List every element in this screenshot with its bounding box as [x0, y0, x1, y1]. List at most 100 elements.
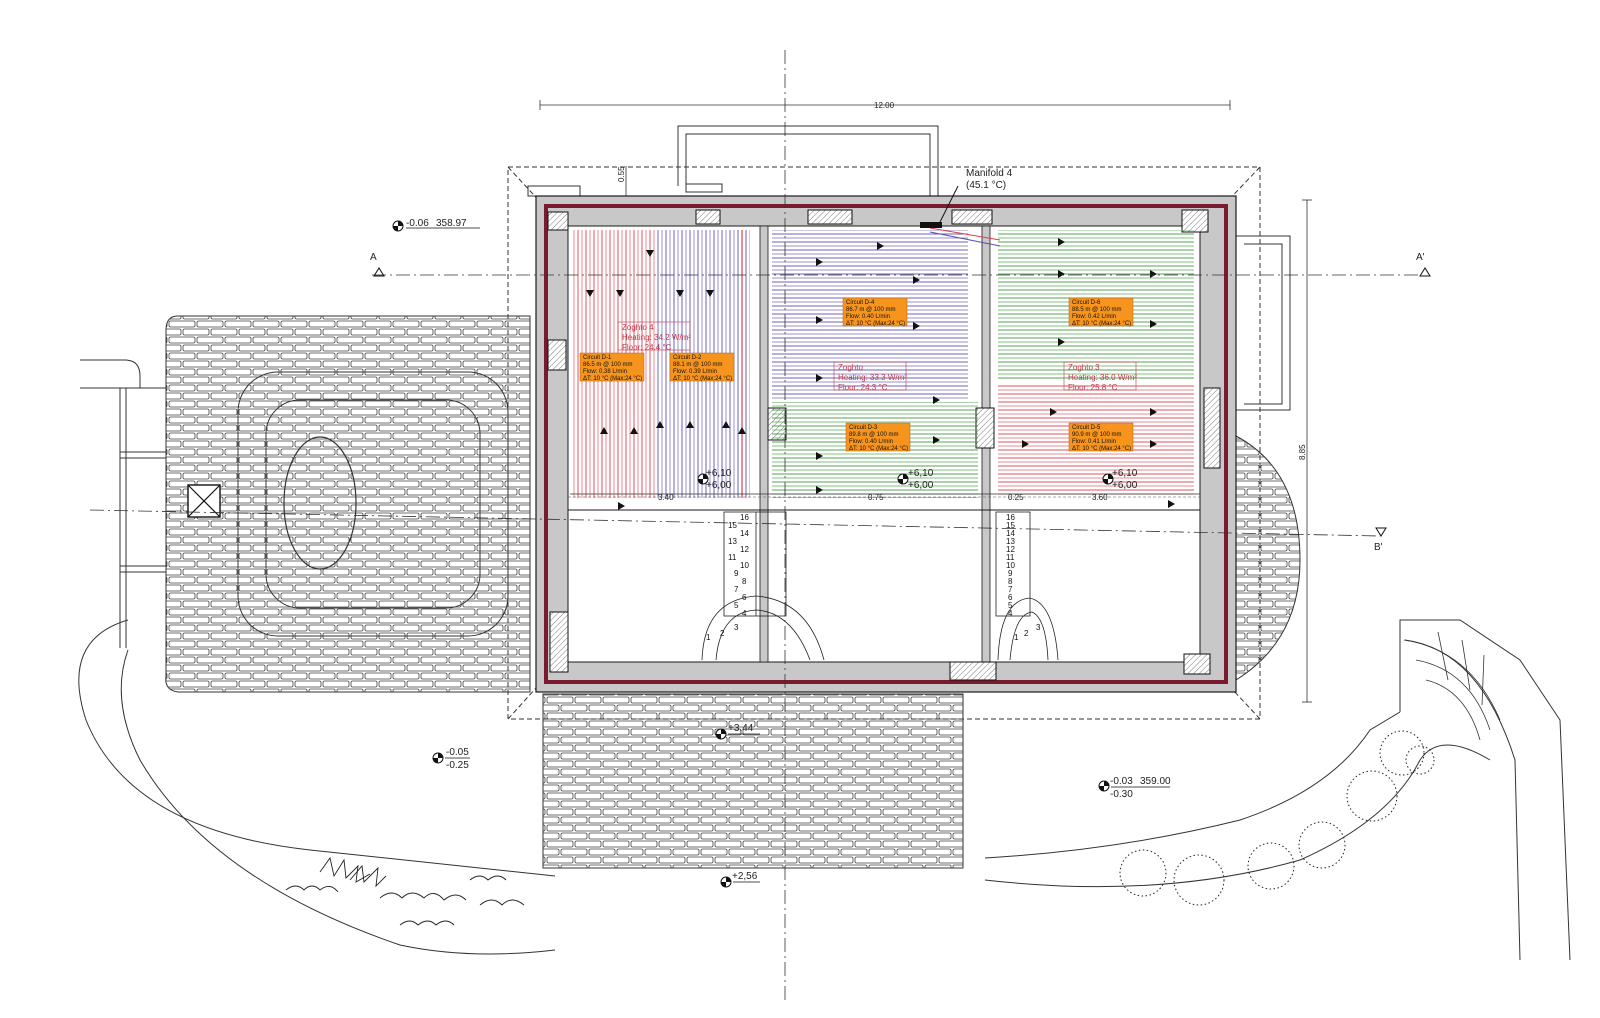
svg-text:6: 6 [1008, 593, 1013, 602]
dim-top-small: 0.55 [617, 166, 626, 182]
svg-text:Circuit D-5: Circuit D-5 [1072, 425, 1101, 431]
left-railing [80, 359, 166, 648]
level-markers: -0.06 358.97 +6,10 +6,00 +6,10 +6,00 +6,… [392, 218, 1171, 888]
zone-floor: Floor: 24.3 °C [838, 383, 888, 392]
svg-text:ΔT: 10 °C (Max:24 °C): ΔT: 10 °C (Max:24 °C) [1072, 446, 1131, 452]
svg-text:4: 4 [742, 609, 747, 618]
zone-name: Zoghto [838, 363, 863, 372]
svg-text:6: 6 [742, 593, 747, 602]
svg-text:-0.05: -0.05 [446, 747, 469, 758]
svg-text:+2,56: +2,56 [732, 871, 758, 882]
trees [1119, 730, 1435, 906]
circuit-d5: Circuit D-5 90.9 m @ 100 mm Flow: 0.41 L… [1068, 422, 1134, 452]
svg-text:3: 3 [734, 623, 739, 632]
svg-text:ΔT: 10 °C (Max:24 °C): ΔT: 10 °C (Max:24 °C) [583, 376, 642, 382]
manifold-temp: (45.1 °C) [966, 180, 1006, 191]
level-marker-terrace: +3,44 [715, 723, 760, 740]
level-marker-r1: +6,10 +6,00 [697, 468, 732, 491]
svg-text:89.8 m @ 100 mm: 89.8 m @ 100 mm [849, 432, 898, 438]
svg-text:5: 5 [1008, 601, 1013, 610]
svg-text:15: 15 [1006, 521, 1015, 530]
svg-text:Circuit D-4: Circuit D-4 [846, 300, 875, 306]
shrubs [285, 856, 525, 926]
svg-text:2: 2 [1024, 629, 1029, 638]
svg-text:16: 16 [740, 513, 749, 522]
svg-text:ΔT: 10 °C (Max:24 °C): ΔT: 10 °C (Max:24 °C) [849, 446, 908, 452]
svg-text:11: 11 [1006, 553, 1015, 562]
svg-text:2: 2 [720, 629, 725, 638]
dim-room-b: 0.75 [868, 493, 884, 502]
svg-text:+6,00: +6,00 [1112, 480, 1138, 491]
svg-text:-0.03: -0.03 [1110, 776, 1133, 787]
svg-text:4: 4 [1008, 609, 1013, 618]
manifold-name: Manifold 4 [966, 168, 1013, 179]
circuit-d4: Circuit D-4 86.7 m @ 100 mm Flow: 0.40 L… [842, 297, 908, 327]
svg-text:9: 9 [734, 569, 739, 578]
circuit-d6: Circuit D-6 88.5 m @ 100 mm Flow: 0.42 L… [1068, 297, 1134, 327]
svg-text:14: 14 [740, 529, 749, 538]
zone-labels: Zoghto 4 Heating: 34.2 W/m² Floor: 24.4 … [617, 321, 1137, 392]
svg-text:1: 1 [1014, 633, 1019, 642]
zone-name: Zoghto 4 [622, 323, 654, 332]
svg-text:ΔT: 10 °C (Max:24 °C): ΔT: 10 °C (Max:24 °C) [673, 376, 732, 382]
svg-text:Flow: 0.39 L/min: Flow: 0.39 L/min [673, 369, 717, 375]
svg-text:12: 12 [1006, 545, 1015, 554]
svg-text:7: 7 [734, 585, 739, 594]
svg-text:11: 11 [728, 553, 737, 562]
circuit-labels: Circuit D-1 86.5 m @ 100 mm Flow: 0.38 L… [579, 297, 1134, 452]
section-a-label: A [370, 252, 377, 263]
svg-text:88.5 m @ 100 mm: 88.5 m @ 100 mm [1072, 307, 1121, 313]
dim-room-c: 0.25 [1008, 493, 1024, 502]
zone-3: Zoghto 3 Heating: 36.0 W/m² Floor: 25.8 … [1063, 361, 1137, 392]
level-marker-tl: -0.06 358.97 [392, 218, 480, 232]
svg-text:10: 10 [1006, 561, 1015, 570]
svg-text:88.1 m @ 100 mm: 88.1 m @ 100 mm [673, 362, 722, 368]
level-marker-r3: +6,10 +6,00 [1102, 468, 1138, 491]
svg-text:+6,10: +6,10 [706, 468, 732, 479]
svg-text:14: 14 [1006, 529, 1015, 538]
svg-text:8: 8 [742, 577, 747, 586]
svg-text:Flow: 0.40 L/min: Flow: 0.40 L/min [846, 314, 890, 320]
site-road [78, 619, 1571, 961]
zone-floor: Floor: 24.4 °C [622, 343, 672, 352]
svg-text:358.97: 358.97 [436, 218, 467, 229]
svg-text:-0.25: -0.25 [446, 760, 469, 771]
section-a-prime-label: A' [1416, 252, 1425, 263]
level-marker-right: -0.03 359.00 -0.30 [1098, 776, 1171, 800]
dim-depth: 8.85 [1298, 444, 1307, 460]
zone-heating: Heating: 34.2 W/m² [622, 333, 691, 342]
svg-text:Flow: 0.42 L/min: Flow: 0.42 L/min [1072, 314, 1116, 320]
svg-text:+6,10: +6,10 [908, 468, 934, 479]
section-b-prime-label: B' [1374, 542, 1383, 553]
svg-text:1: 1 [706, 633, 711, 642]
svg-text:12: 12 [740, 545, 749, 554]
svg-text:16: 16 [1006, 513, 1015, 522]
right-paving [1235, 435, 1301, 681]
dim-width: 12.00 [874, 101, 895, 110]
svg-text:Flow: 0.38 L/min: Flow: 0.38 L/min [583, 369, 627, 375]
bottom-terrace [542, 693, 964, 869]
svg-text:9: 9 [1008, 569, 1013, 578]
svg-text:86.7 m @ 100 mm: 86.7 m @ 100 mm [846, 307, 895, 313]
svg-text:13: 13 [1006, 537, 1015, 546]
svg-text:Circuit D-6: Circuit D-6 [1072, 300, 1101, 306]
circuit-d3: Circuit D-3 89.8 m @ 100 mm Flow: 0.40 L… [845, 422, 911, 452]
svg-text:-0.06: -0.06 [406, 218, 429, 229]
zone-4: Zoghto 4 Heating: 34.2 W/m² Floor: 24.4 … [617, 321, 691, 352]
staircase-left [701, 511, 825, 661]
svg-text:+6,00: +6,00 [706, 480, 732, 491]
svg-text:15: 15 [728, 521, 737, 530]
zone-heating: Heating: 33.3 W/m² [838, 373, 907, 382]
svg-text:5: 5 [734, 601, 739, 610]
circuit-d1: Circuit D-1 86.5 m @ 100 mm Flow: 0.38 L… [579, 352, 645, 382]
dimension-lines [539, 100, 1312, 703]
level-marker-r2: +6,10 +6,00 [897, 468, 934, 491]
circuit-d2: Circuit D-2 88.1 m @ 100 mm Flow: 0.39 L… [669, 352, 735, 382]
svg-text:+3,44: +3,44 [728, 723, 754, 734]
zone-name: Zoghto 3 [1068, 363, 1100, 372]
flow-arrows [586, 238, 1175, 510]
svg-text:Flow: 0.40 L/min: Flow: 0.40 L/min [849, 439, 893, 445]
dim-room-d: 3.60 [1092, 493, 1108, 502]
zone-heating: Heating: 36.0 W/m² [1068, 373, 1137, 382]
